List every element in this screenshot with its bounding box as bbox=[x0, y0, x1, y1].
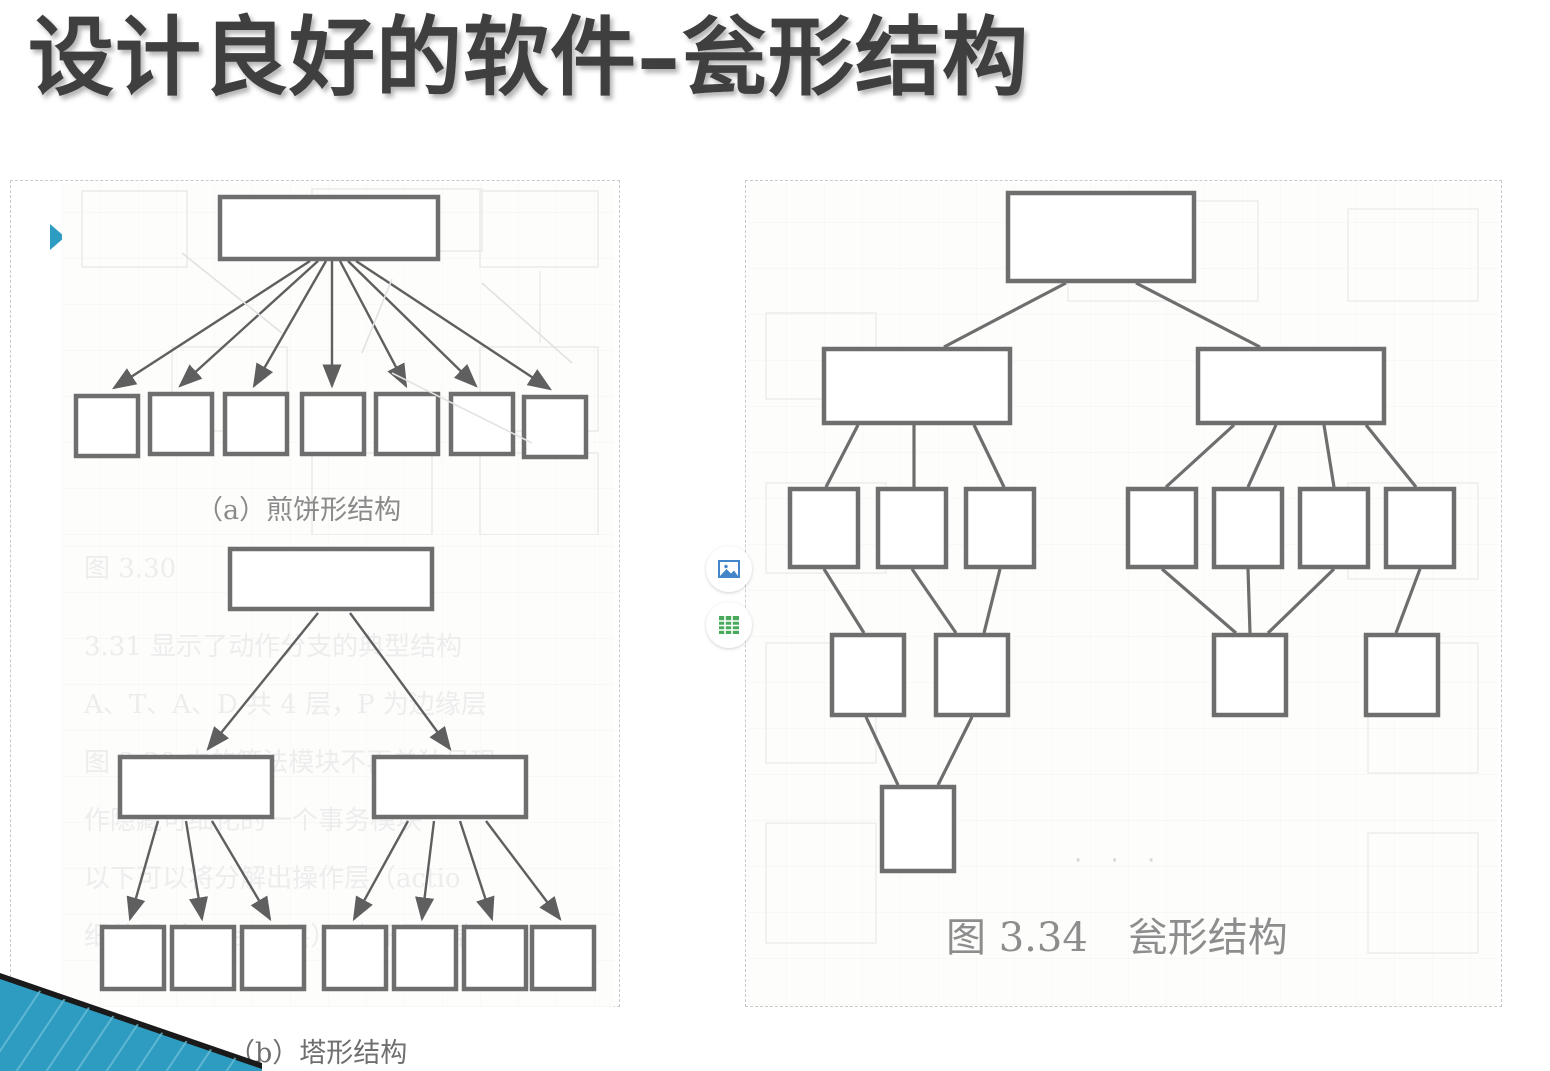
svg-text:以下可以将分解出操作层（actio: 以下可以将分解出操作层（actio bbox=[84, 864, 460, 894]
tower-diagram-svg: 图 3.30 3.31 显示了动作分支的典型结构 A、T、A、D 共 4 层，P… bbox=[83, 546, 597, 992]
picture-icon[interactable] bbox=[706, 546, 752, 592]
picture-icon-glyph bbox=[718, 560, 740, 578]
svg-text:图 3.30: 图 3.30 bbox=[84, 554, 176, 584]
urn-diagram-svg bbox=[765, 190, 1479, 954]
table-icon[interactable] bbox=[706, 602, 752, 648]
page-title: 设计良好的软件–瓮形结构 bbox=[28, 8, 1029, 108]
bullet-triangle-icon bbox=[50, 224, 65, 250]
figure-urn-structure bbox=[748, 183, 1498, 1005]
figure-tower-structure: 图 3.30 3.31 显示了动作分支的典型结构 A、T、A、D 共 4 层，P… bbox=[62, 535, 614, 1007]
pancake-diagram-svg bbox=[73, 188, 599, 535]
figure-urn-ellipsis: · · · bbox=[1074, 846, 1166, 876]
svg-text:3.31 显示了动作分支的典型结构: 3.31 显示了动作分支的典型结构 bbox=[84, 632, 462, 662]
figure-tower-caption: （b）塔形结构 bbox=[228, 1038, 408, 1069]
figure-urn-caption: 图 3.34 瓮形结构 bbox=[946, 915, 1288, 961]
svg-text:A、T、A、D 共 4 层，P 为边缘层: A、T、A、D 共 4 层，P 为边缘层 bbox=[83, 690, 487, 720]
table-icon-glyph bbox=[719, 616, 739, 634]
figure-pancake-caption: （a）煎饼形结构 bbox=[196, 495, 402, 526]
figure-pancake-structure bbox=[62, 183, 614, 535]
